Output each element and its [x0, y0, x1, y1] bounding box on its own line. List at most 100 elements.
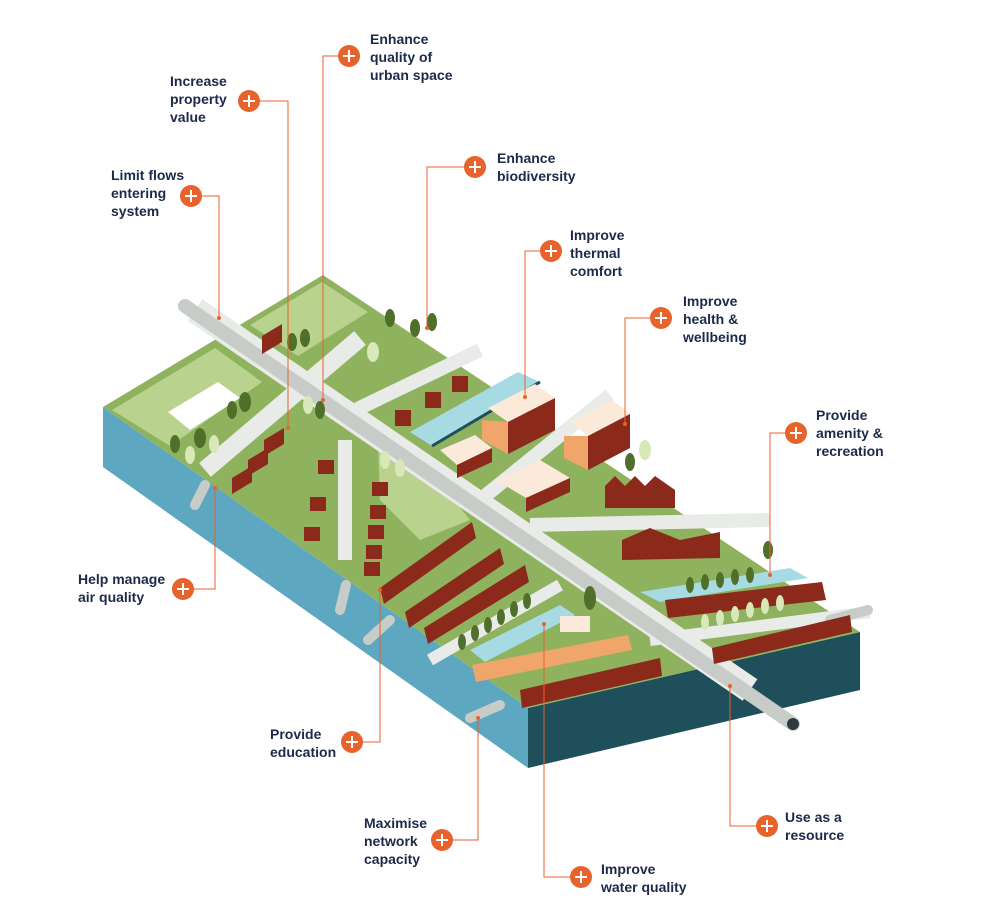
leader-limit-flows: [202, 195, 220, 318]
tree-row-lower: [458, 593, 531, 650]
label-improve-water-quality: Improve water quality: [601, 861, 687, 895]
block-cream: [570, 400, 630, 436]
label-provide-education: Provide education: [270, 726, 337, 760]
terrace-row: [424, 565, 529, 644]
house: [310, 497, 326, 511]
tree: [227, 401, 237, 419]
block-orange: [564, 436, 588, 470]
pipe-c: [363, 615, 395, 645]
tree: [300, 329, 310, 347]
leader-improve-water: [543, 624, 570, 878]
label-provide-amenity-recreation: Provide amenity & recreation: [816, 407, 884, 459]
terrace-row: [405, 548, 504, 628]
pipe-d: [465, 700, 505, 723]
tree: [209, 435, 219, 453]
house: [366, 545, 382, 559]
water-channels: [410, 372, 808, 662]
tree: [410, 319, 420, 337]
main-pipe-end: [787, 718, 799, 730]
park-left: [112, 348, 262, 446]
factory: [622, 528, 720, 560]
plus-icon: [785, 422, 807, 444]
tree: [315, 401, 325, 419]
leader-improve-thermal: [524, 250, 540, 397]
cross-road-lower: [427, 579, 563, 666]
park-left-pond: [168, 382, 240, 430]
factory: [605, 476, 675, 508]
plus-icon: [172, 578, 194, 600]
plus-icon: [180, 185, 202, 207]
main-pipe: [178, 299, 800, 731]
terrace-row-long: [472, 635, 632, 682]
house: [364, 562, 380, 576]
leader-improve-health: [624, 317, 650, 424]
house: [304, 527, 320, 541]
house: [370, 505, 386, 519]
block-orange: [482, 420, 508, 454]
house: [368, 525, 384, 539]
plus-icon: [650, 307, 672, 329]
house: [372, 482, 388, 496]
canal-right: [640, 568, 808, 602]
tree: [395, 459, 405, 477]
leader-help-air: [194, 488, 216, 590]
tree: [584, 586, 596, 610]
block-cream: [440, 435, 492, 465]
house: [425, 392, 441, 408]
tree-row-far-right: [701, 595, 784, 630]
terrace-row: [380, 522, 476, 604]
tree: [194, 428, 206, 448]
label-limit-flows-entering-system: Limit flows entering system: [111, 167, 185, 219]
leader-lines: [194, 55, 785, 878]
plus-icon: [570, 866, 592, 888]
slab-side-face: [528, 632, 860, 768]
houses-centre: [304, 460, 388, 576]
buildings: [232, 324, 852, 708]
plus-icon: [341, 731, 363, 753]
pipe-b: [335, 580, 351, 615]
leader-maximise-network: [453, 718, 479, 841]
house: [452, 376, 468, 392]
house: [232, 466, 252, 494]
houses-left: [232, 324, 284, 494]
tree: [287, 333, 297, 351]
label-enhance-quality-urban-space: Enhance quality of urban space: [370, 31, 453, 83]
trees: [170, 309, 784, 650]
label-use-as-a-resource: Use as a resource: [785, 809, 845, 843]
tree: [427, 313, 437, 331]
slab-front-face: [103, 407, 528, 768]
plus-icon: [756, 815, 778, 837]
block-cream: [488, 384, 555, 422]
tree: [303, 396, 313, 414]
plus-icon: [338, 45, 360, 67]
tree: [185, 446, 195, 464]
block-red: [588, 414, 630, 470]
label-enhance-biodiversity: Enhance biodiversity: [497, 150, 576, 184]
cross-road-upper: [341, 343, 484, 422]
label-improve-thermal-comfort: Improve thermal comfort: [570, 227, 625, 279]
tree-row-right: [686, 567, 754, 593]
house: [264, 428, 284, 456]
tree: [385, 309, 395, 327]
cross-road-left: [199, 331, 366, 477]
tree: [170, 435, 180, 453]
canal-lower: [470, 605, 575, 662]
houses-upper: [395, 376, 468, 426]
tree: [763, 541, 773, 559]
block-red: [526, 478, 570, 512]
block-red: [508, 398, 555, 454]
leader-provide-amenity: [769, 432, 785, 575]
tree: [625, 453, 635, 471]
terrace-row-right: [712, 615, 852, 664]
house: [395, 410, 411, 426]
leader-enhance-quality: [322, 55, 338, 400]
house: [262, 324, 282, 354]
terraces: [380, 522, 852, 708]
tree: [380, 451, 390, 469]
terrace-row-long: [520, 658, 662, 708]
plus-icon: [238, 90, 260, 112]
leader-increase-property: [260, 100, 289, 428]
plus-icon: [431, 829, 453, 851]
tree: [367, 342, 379, 362]
